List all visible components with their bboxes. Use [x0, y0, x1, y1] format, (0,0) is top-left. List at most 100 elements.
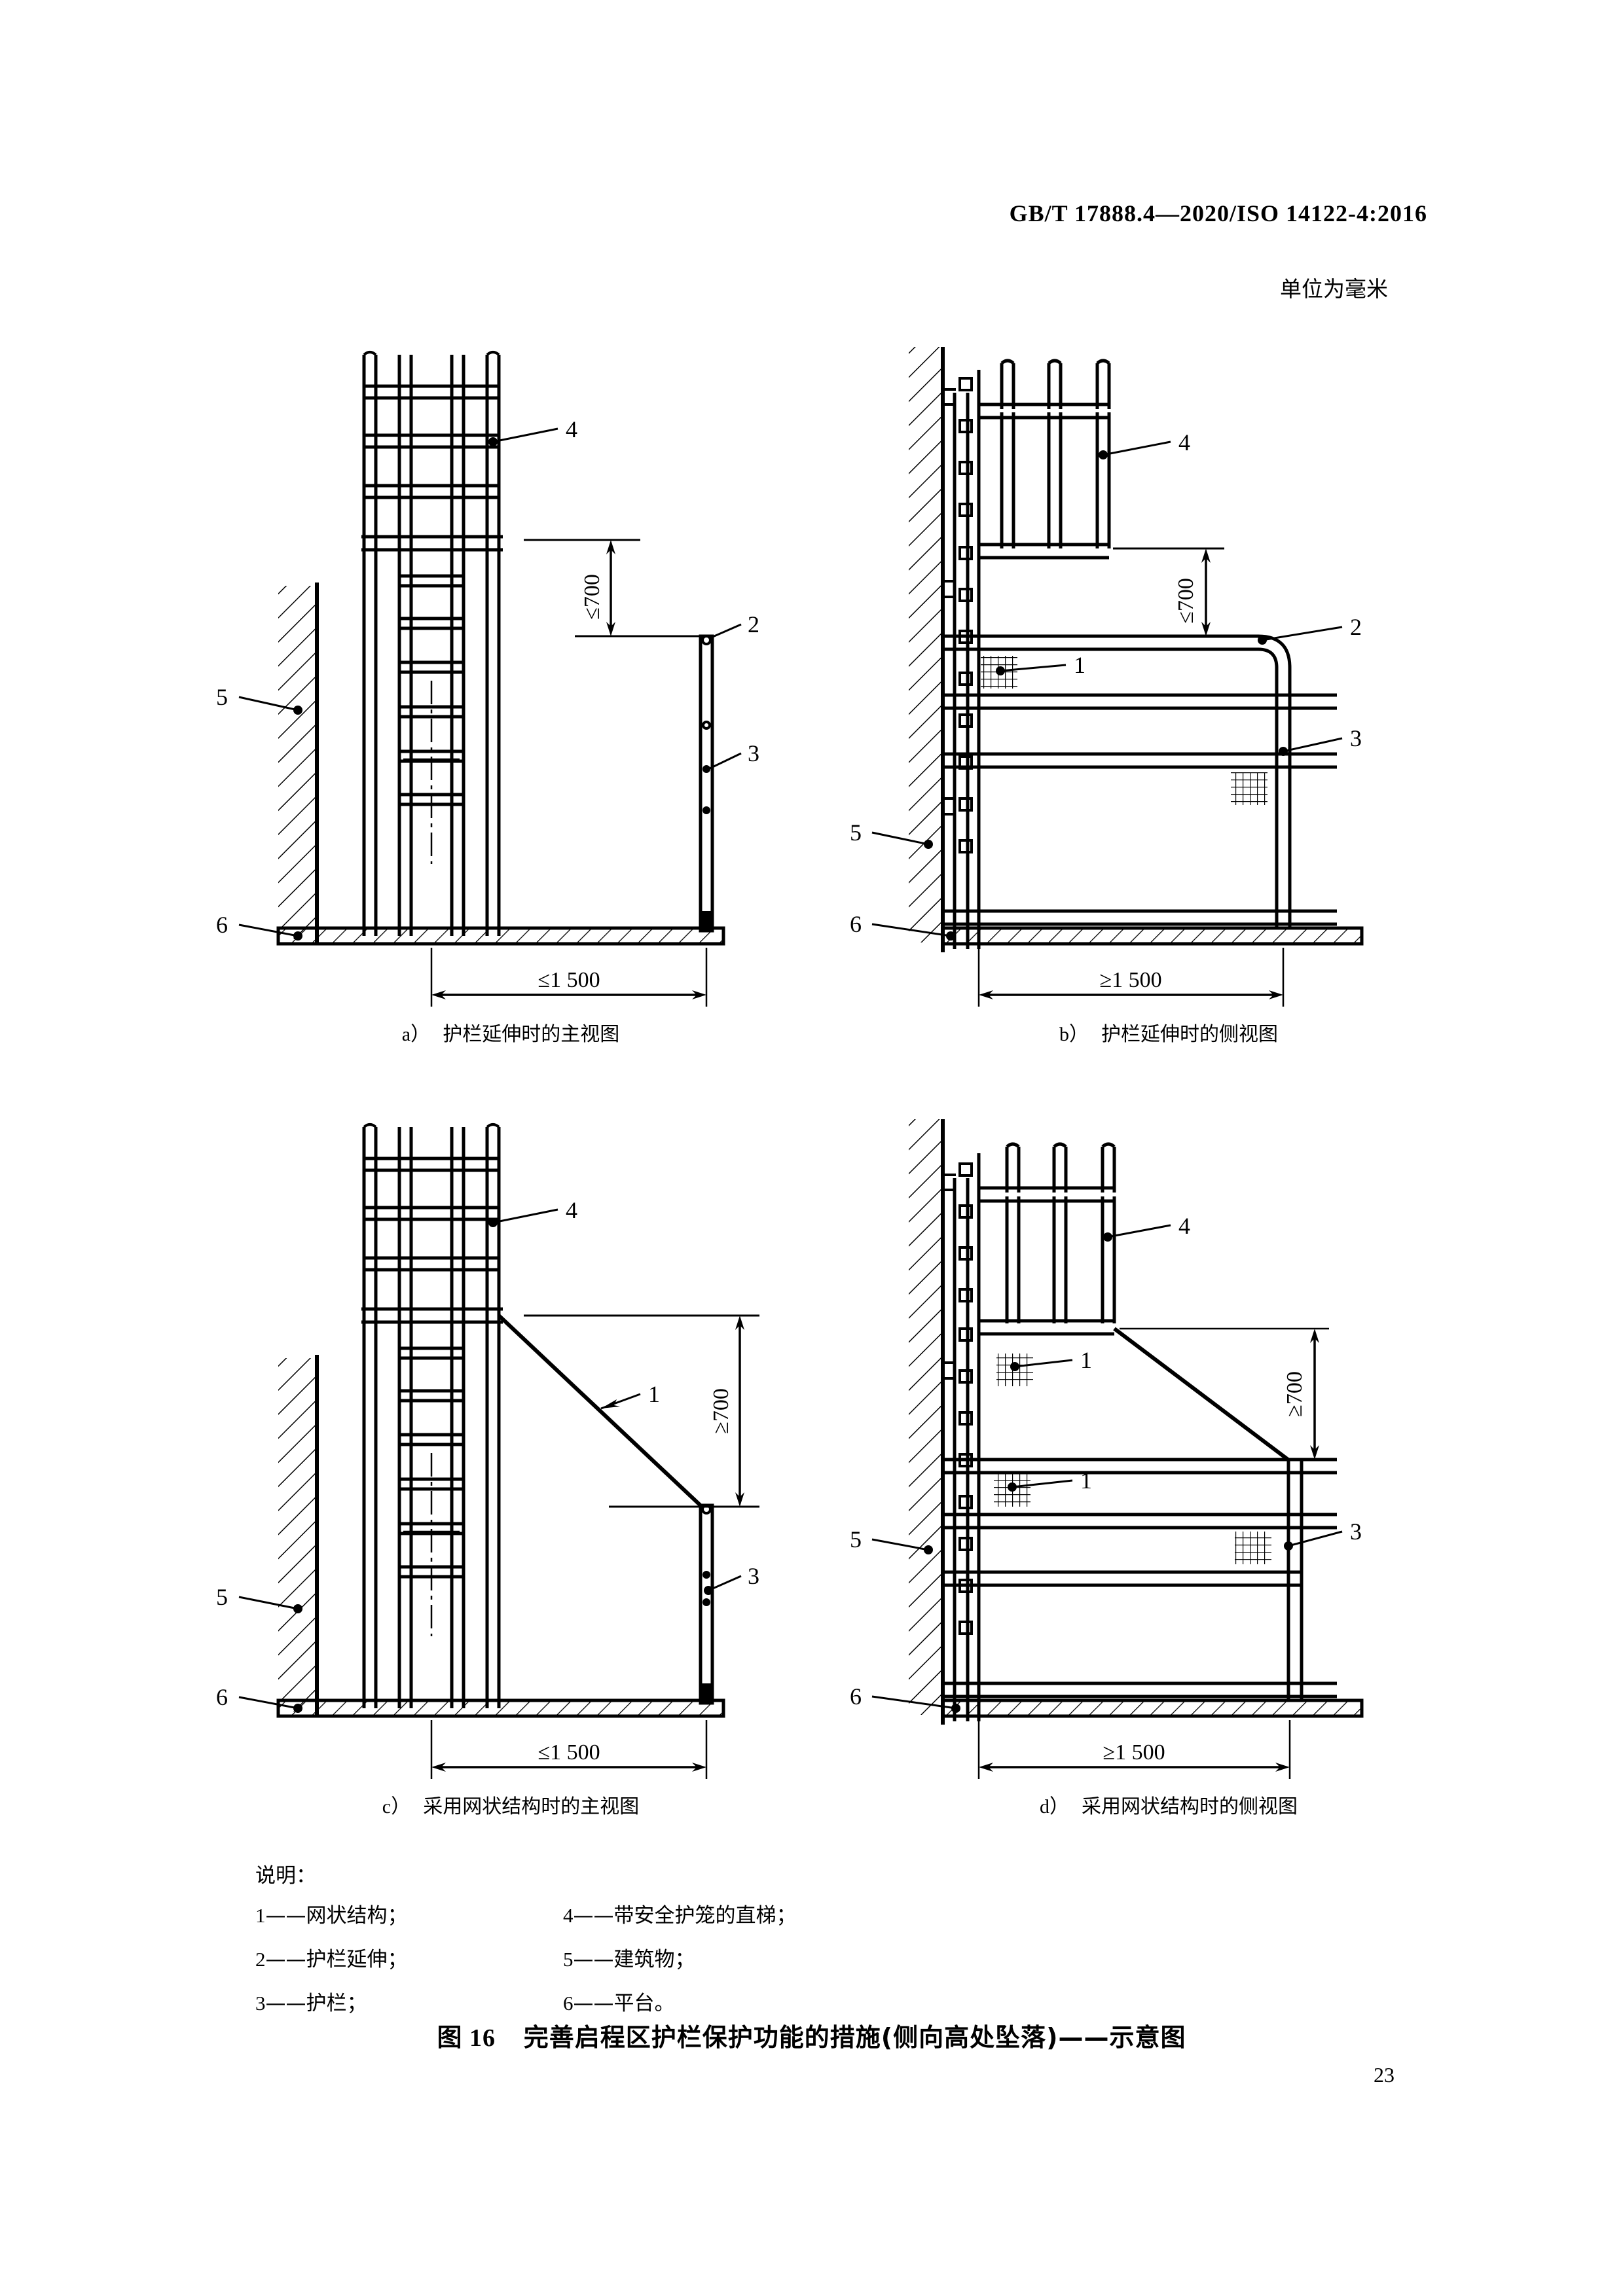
legend-item-5-text: 建筑物；: [613, 1948, 695, 1971]
svg-text:3: 3: [1350, 1518, 1362, 1545]
callout-6: 6: [216, 912, 302, 941]
legend-item-5-dash: ——: [573, 1948, 614, 1971]
dimension-label-vertical: ≥700: [1283, 1371, 1307, 1417]
figure-title-text: 完善启程区护栏保护功能的措施(侧向高处坠落)——示意图: [523, 2023, 1186, 2052]
safety-cage-bars: [979, 1142, 1116, 1336]
dimension-horizontal-1500: [430, 1720, 708, 1779]
callout-1: 1: [996, 652, 1085, 678]
ladder-side-profile: [943, 370, 981, 949]
svg-text:3: 3: [748, 1563, 759, 1589]
svg-text:1: 1: [1080, 1467, 1092, 1494]
subfigure-b-side-view-guardrail-extension: ≤700 ≥1 500 4: [850, 340, 1440, 1046]
legend-item-2-dash: ——: [265, 1948, 306, 1971]
units-note: 单位为毫米: [1280, 276, 1388, 302]
legend-item-1-dash: ——: [265, 1904, 306, 1928]
callout-6: 6: [850, 1683, 960, 1713]
legend-grid: 1——网状结构； 4——带安全护笼的直梯； 2——护栏延伸； 5——建筑物； 3…: [255, 1899, 1172, 2016]
callout-2: 2: [1258, 614, 1362, 645]
dimension-horizontal-1500: [977, 1720, 1291, 1779]
legend-item-6-text: 平台。: [613, 1992, 675, 2015]
platform: [941, 926, 1364, 946]
callout-1: 1: [600, 1381, 660, 1410]
legend-title: 说明：: [255, 1864, 316, 1888]
legend-item-3: 3——护栏；: [255, 1986, 563, 2016]
callout-4: 4: [1103, 1213, 1190, 1242]
dimension-vertical-700: [524, 539, 712, 637]
subfigure-c-letter: c）: [382, 1796, 411, 1818]
dimension-label-horizontal: ≥1 500: [1099, 968, 1161, 992]
building-wall: [909, 1119, 945, 1725]
callout-6: 6: [216, 1684, 302, 1713]
callout-4: 4: [488, 416, 577, 446]
building-wall: [278, 583, 319, 942]
figure-title: 图 16 完善启程区护栏保护功能的措施(侧向高处坠落)——示意图: [0, 2017, 1623, 2053]
svg-text:1: 1: [648, 1381, 660, 1407]
legend-item-5-num: 5: [563, 1948, 574, 1971]
dimension-vertical-700: [1113, 547, 1264, 637]
legend-block: 说明： 1——网状结构； 4——带安全护笼的直梯； 2——护栏延伸； 5——建筑…: [255, 1859, 1172, 2016]
figure-number: 图 16: [437, 2024, 496, 2052]
legend-item-6-dash: ——: [573, 1992, 614, 2015]
legend-item-4: 4——带安全护笼的直梯；: [563, 1899, 1172, 1928]
page-number: 23: [1374, 2063, 1395, 2087]
legend-item-6-num: 6: [563, 1992, 574, 2015]
legend-item-1: 1——网状结构；: [255, 1899, 563, 1928]
subfigure-a-caption-text: 护栏延伸时的主视图: [443, 1023, 620, 1046]
legend-item-3-text: 护栏；: [306, 1992, 367, 2015]
svg-text:1: 1: [1080, 1347, 1092, 1373]
legend-item-4-dash: ——: [573, 1904, 614, 1928]
svg-text:5: 5: [850, 819, 862, 846]
subfigure-b-caption: b） 护栏延伸时的侧视图: [897, 1018, 1440, 1047]
callout-3: 3: [704, 1563, 759, 1595]
subfigure-b-letter: b）: [1059, 1024, 1089, 1045]
subfigure-c-caption: c） 采用网状结构时的主视图: [242, 1790, 779, 1819]
legend-item-3-dash: ——: [265, 1992, 306, 2015]
dimension-vertical-700: [524, 1314, 759, 1508]
safety-cage-bars: [979, 359, 1111, 560]
svg-text:4: 4: [566, 416, 577, 442]
svg-text:3: 3: [1350, 725, 1362, 751]
subfigure-b-caption-text: 护栏延伸时的侧视图: [1101, 1023, 1279, 1046]
svg-text:5: 5: [216, 684, 228, 710]
legend-item-4-text: 带安全护笼的直梯；: [613, 1904, 797, 1928]
callout-2: 2: [709, 611, 759, 639]
svg-text:5: 5: [216, 1584, 228, 1610]
platform: [941, 1698, 1364, 1718]
legend-item-6: 6——平台。: [563, 1986, 1172, 2016]
legend-item-5: 5——建筑物；: [563, 1943, 1172, 1972]
subfigure-c-front-view-mesh-structure: ≥700 ≤1 500 4: [216, 1113, 779, 1818]
callout-5: 5: [216, 684, 302, 715]
building-wall: [909, 347, 945, 952]
dimension-label-horizontal: ≥1 500: [1103, 1740, 1165, 1765]
callout-1-lower: 1: [1008, 1467, 1092, 1494]
ladder-side-profile: [943, 1153, 981, 1721]
svg-text:2: 2: [748, 611, 759, 637]
callout-5: 5: [850, 1526, 933, 1554]
subfigure-d-caption-text: 采用网状结构时的侧视图: [1082, 1795, 1298, 1818]
callout-1-upper: 1: [1010, 1347, 1092, 1373]
ladder-with-safety-cage: [361, 351, 503, 936]
mesh-structure-diagonal: [497, 1314, 704, 1509]
svg-text:5: 5: [850, 1526, 862, 1552]
guardrail-post: [699, 1503, 714, 1705]
svg-text:2: 2: [1350, 614, 1362, 640]
callout-4: 4: [488, 1197, 577, 1227]
dimension-label-horizontal: ≤1 500: [538, 1740, 600, 1765]
svg-text:3: 3: [748, 740, 759, 766]
platform: [276, 926, 725, 946]
ladder-with-safety-cage: [361, 1123, 503, 1708]
dimension-label-horizontal: ≤1 500: [538, 968, 600, 992]
dimension-label-vertical: ≤700: [1174, 578, 1198, 624]
callout-4: 4: [1099, 429, 1190, 459]
subfigure-a-letter: a）: [401, 1024, 431, 1045]
svg-text:1: 1: [1074, 652, 1085, 678]
guardrail-extension-post: [699, 634, 714, 933]
svg-text:6: 6: [216, 912, 228, 938]
subfigure-d-letter: d）: [1039, 1796, 1069, 1818]
dimension-horizontal-1500: [430, 948, 708, 1007]
mesh-swatch: [981, 656, 1267, 805]
platform: [276, 1698, 725, 1718]
legend-item-1-text: 网状结构；: [306, 1904, 408, 1928]
